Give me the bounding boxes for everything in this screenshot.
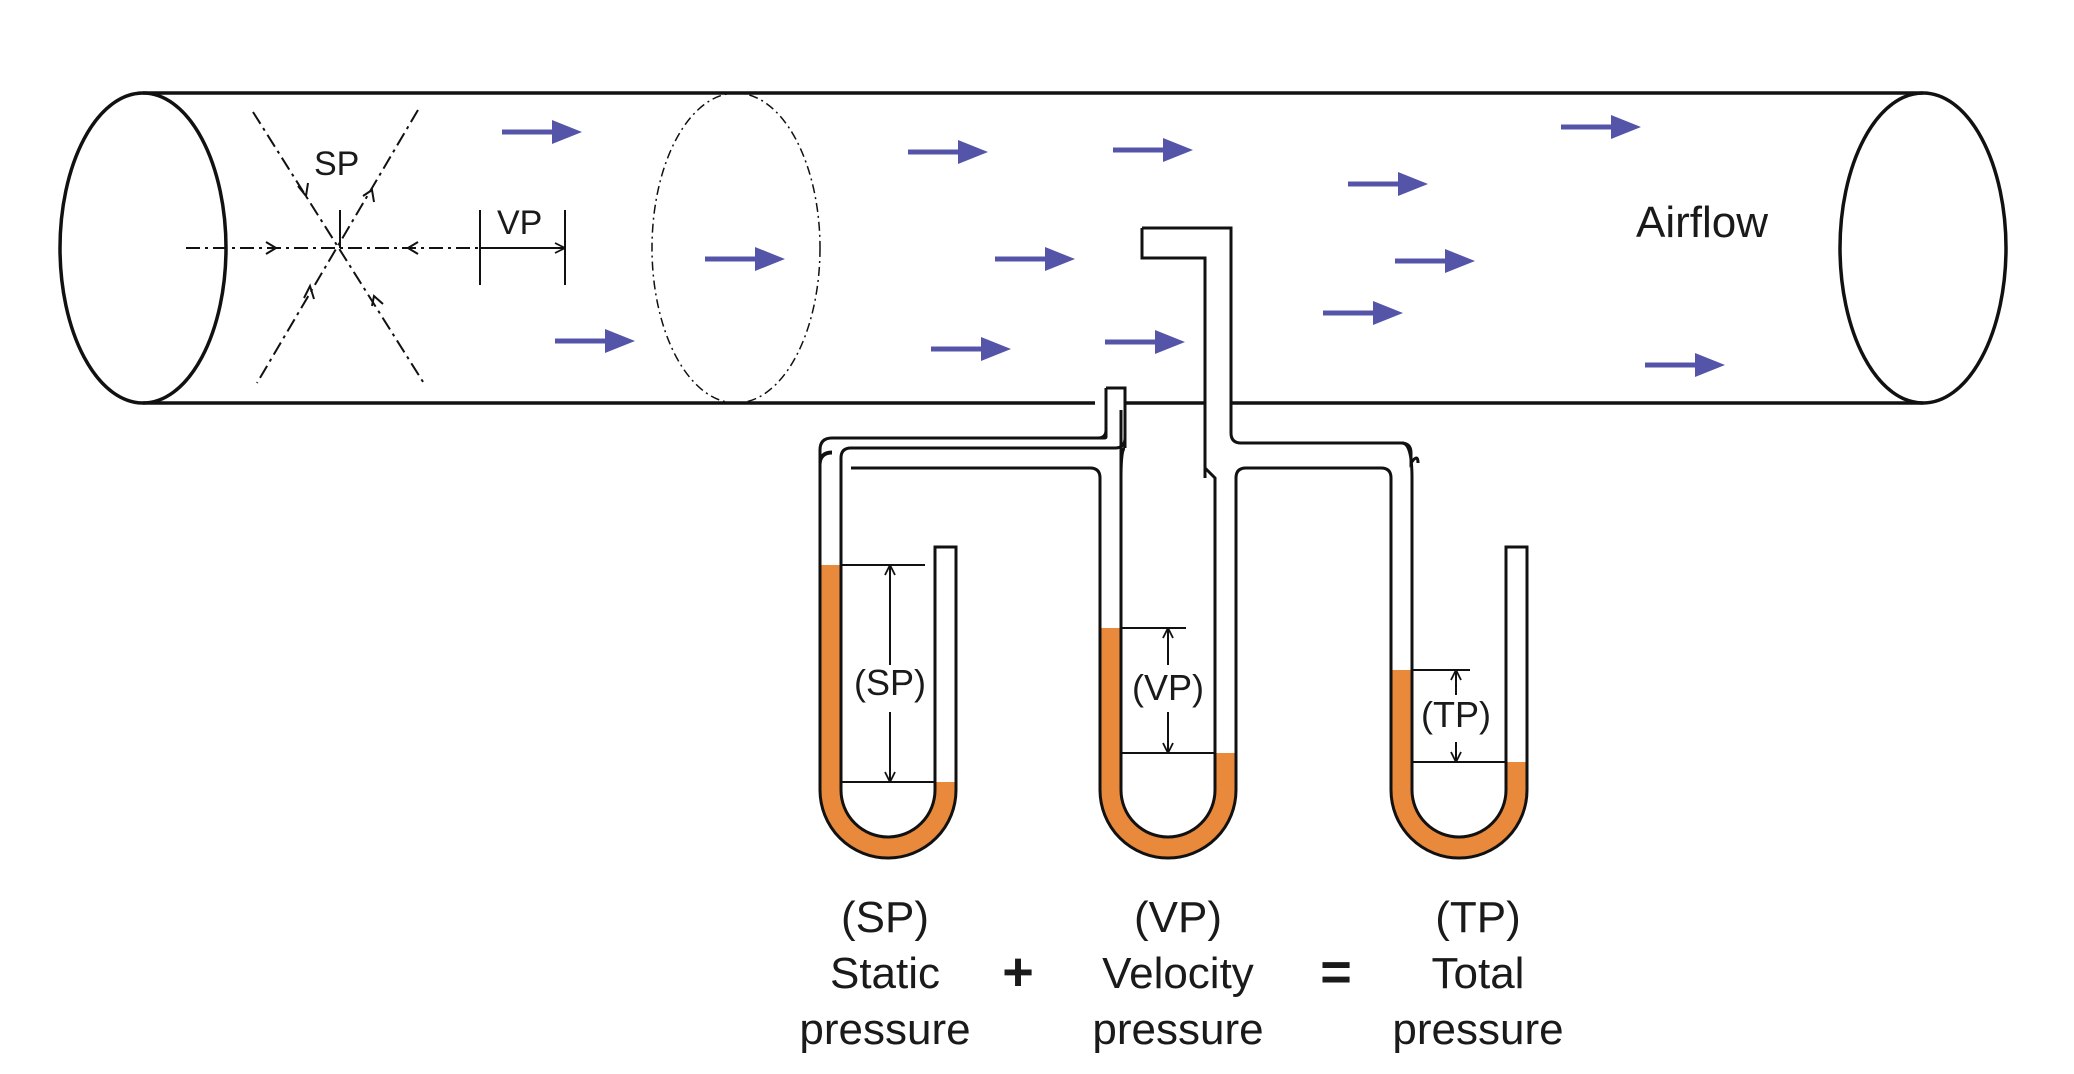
static-abbr: (SP) [841,893,929,942]
static-line2: pressure [799,1005,970,1054]
sp-gauge-reading: (SP) [854,662,926,703]
airflow-arrow-icon [995,247,1075,271]
airflow-arrow-icon [502,120,582,144]
airflow-arrows [502,115,1725,377]
pressure-equation: (SP) Static pressure + (VP) Velocity pre… [799,893,1563,1054]
total-line1: Total [1432,949,1525,998]
dimension-marks: (SP) (VP) (TP) [841,564,1506,783]
duct-left-end [58,91,228,405]
vp-force-label: VP [497,204,542,242]
vp-manometer-fluid [1100,628,1236,858]
cross-section-ellipse [651,92,821,404]
tp-gauge-reading: (TP) [1421,694,1491,735]
static-line1: Static [830,949,940,998]
airflow-arrow-icon [908,140,988,164]
pressure-force-sketch: SP VP [186,109,566,386]
manometer-tubing [818,226,1529,860]
velocity-line1: Velocity [1102,949,1254,998]
airflow-arrow-icon [555,329,635,353]
airflow-arrow-icon [1395,249,1475,273]
sp-force-label: SP [314,145,359,183]
vp-gauge-reading: (VP) [1132,667,1204,708]
total-abbr: (TP) [1435,893,1521,942]
duct-right-end [1838,91,2008,405]
velocity-line2: pressure [1092,1005,1263,1054]
airflow-label: Airflow [1636,198,1768,247]
airflow-arrow-icon [1323,301,1403,325]
plus-sign: + [1002,942,1034,1002]
velocity-abbr: (VP) [1134,893,1222,942]
airflow-arrow-icon [705,247,785,271]
airflow-arrow-icon [1348,172,1428,196]
airflow-arrow-icon [931,337,1011,361]
tp-manometer-fluid [1391,670,1527,858]
airflow-arrow-icon [1113,138,1193,162]
airflow-arrow-icon [1561,115,1641,139]
airflow-arrow-icon [1105,330,1185,354]
equals-sign: = [1320,942,1352,1002]
duct [58,91,2008,405]
total-line2: pressure [1392,1005,1563,1054]
airflow-arrow-icon [1645,353,1725,377]
